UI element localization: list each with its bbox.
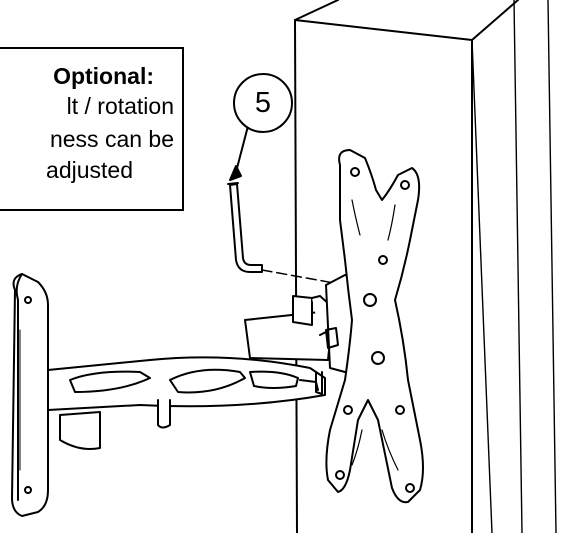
callout-arrowhead — [229, 165, 242, 181]
hex-key-icon — [227, 182, 263, 273]
note-title: Optional: — [53, 63, 154, 89]
callout-leader — [235, 125, 249, 173]
wall-plate — [11, 273, 49, 517]
wall-frame — [294, 0, 557, 533]
articulating-arm — [47, 356, 326, 450]
note-line-2: ness can be — [49, 126, 174, 152]
vesa-plate — [325, 149, 424, 504]
note-line-3: adjusted — [46, 157, 133, 183]
note-line-1: lt / rotation — [66, 93, 174, 119]
optional-note-box: Optional: lt / rotation ness can be adju… — [0, 47, 184, 211]
step-number: 5 — [254, 87, 272, 119]
step-callout: 5 — [233, 73, 293, 133]
